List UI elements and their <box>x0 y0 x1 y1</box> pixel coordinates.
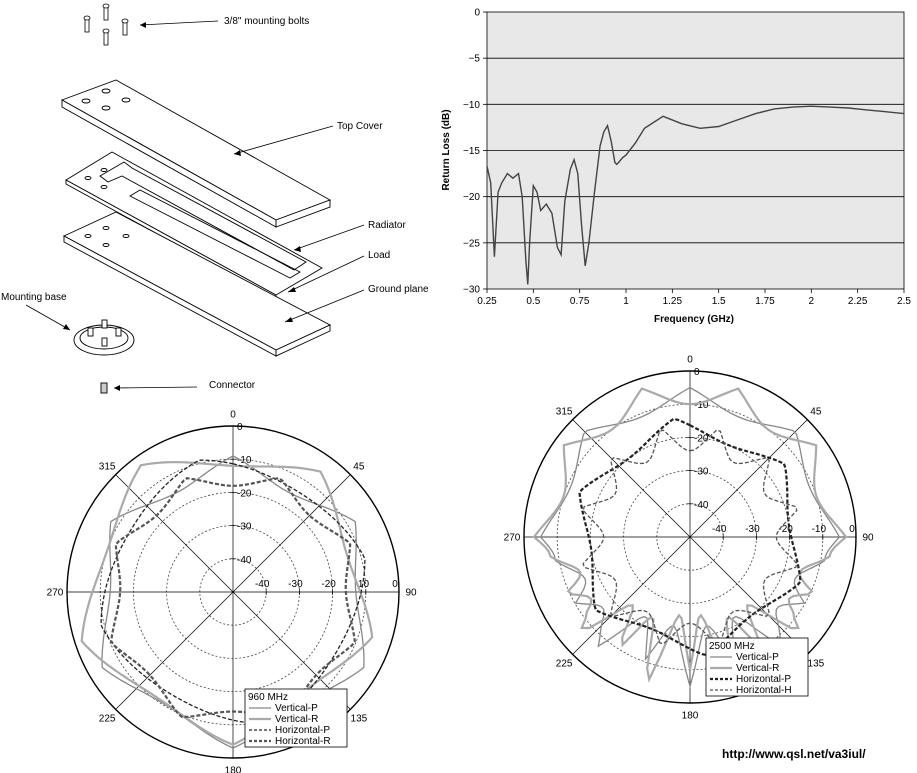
return-loss-chart: 0 −5 −10 −15 −20 −25 −30 0.25 0.5 0.75 1 1.25 1.5 1.… <box>441 8 911 326</box>
x-tick-label: 2.5 <box>897 296 911 307</box>
label-top-cover: Top Cover <box>337 121 383 132</box>
x-tick-labels: 0.25 0.5 0.75 1 1.25 1.5 1.75 2 2.25 2.5 <box>477 289 911 307</box>
legend-title: 2500 MHz <box>709 641 755 652</box>
ground-plane-plate <box>62 211 332 357</box>
x-tick-label: 2 <box>809 296 815 307</box>
angle-label: 315 <box>556 407 573 418</box>
y-tick-label: −30 <box>463 285 480 296</box>
x-axis-title: Frequency (GHz) <box>654 314 734 325</box>
label-load: Load <box>368 250 390 261</box>
return-loss-line <box>486 105 905 285</box>
callout-leaders <box>25 20 365 389</box>
radial-label: -40 <box>694 500 709 511</box>
y-tick-label: −20 <box>463 192 480 203</box>
label-radiator: Radiator <box>368 220 406 231</box>
legend-label: Horizontal-R <box>275 736 331 747</box>
pattern-trace <box>80 460 374 746</box>
legend-label: Vertical-P <box>736 652 779 663</box>
legend-label: Horizontal-P <box>275 725 330 736</box>
angle-label: 45 <box>353 462 365 473</box>
radial-label: -10 <box>237 455 252 466</box>
polar-legend: 960 MHzVertical-PVertical-RHorizontal-PH… <box>244 688 348 748</box>
angle-label: 0 <box>230 410 236 421</box>
radial-label: 0 <box>849 524 855 535</box>
legend-label: Vertical-R <box>275 714 318 725</box>
antenna-exploded-diagram: 3/8" mounting bolts Top Cover Radiator L… <box>1 3 429 394</box>
x-tick-label: 0.5 <box>526 296 540 307</box>
angle-label: 225 <box>99 713 116 724</box>
mounting-base <box>73 319 135 356</box>
y-tick-label: −25 <box>463 238 480 249</box>
label-mounting-bolts: 3/8" mounting bolts <box>224 16 309 27</box>
x-tick-label: 1 <box>623 296 629 307</box>
radial-label: -20 <box>778 524 793 535</box>
angle-label: 180 <box>225 766 242 773</box>
radial-label: 0 <box>392 579 398 590</box>
x-tick-label: 0.25 <box>477 296 497 307</box>
angle-label: 270 <box>47 588 64 599</box>
radial-label: -30 <box>237 522 252 533</box>
top-cover-plate <box>60 79 332 228</box>
pattern-trace <box>101 455 365 749</box>
radial-label: -30 <box>694 467 709 478</box>
legend-label: Vertical-P <box>275 703 318 714</box>
polar-legend: 2500 MHzVertical-PVertical-RHorizontal-P… <box>705 637 809 697</box>
y-tick-label: 0 <box>474 8 480 19</box>
x-tick-label: 1.25 <box>663 296 683 307</box>
legend-label: Horizontal-H <box>736 685 792 696</box>
angle-label: 315 <box>99 462 116 473</box>
angle-label: 90 <box>862 533 874 544</box>
radial-label: 0 <box>237 422 243 433</box>
polar-plot-960mhz: 0459013518022527031500-10-10-20-20-30-30… <box>47 410 417 773</box>
radial-label: -40 <box>712 524 727 535</box>
x-tick-label: 2.25 <box>848 296 868 307</box>
radial-label: -20 <box>694 433 709 444</box>
radial-label: -40 <box>237 555 252 566</box>
callout-arrowheads <box>63 22 301 391</box>
pattern-trace <box>532 387 848 683</box>
angle-spoke <box>115 474 351 710</box>
source-url: http://www.qsl.net/va3iul/ <box>722 747 866 761</box>
radial-label: -20 <box>237 488 252 499</box>
radial-label: -30 <box>288 579 303 590</box>
angle-label: 135 <box>351 713 368 724</box>
x-tick-label: 1.5 <box>712 296 726 307</box>
angle-label: 180 <box>682 711 699 722</box>
label-mounting-base: Mounting base <box>1 292 67 303</box>
mounting-bolts <box>83 3 129 46</box>
pattern-trace <box>539 387 841 689</box>
radial-label: -10 <box>694 400 709 411</box>
radial-label: -20 <box>321 579 336 590</box>
y-tick-labels: 0 −5 −10 −15 −20 −25 −30 <box>463 8 487 296</box>
angle-label: 135 <box>808 658 825 669</box>
radial-label: -30 <box>745 524 760 535</box>
pattern-trace <box>110 477 356 719</box>
x-tick-label: 1.75 <box>755 296 775 307</box>
radial-label: -10 <box>812 524 827 535</box>
connector-part <box>100 382 108 394</box>
legend-title: 960 MHz <box>248 692 288 703</box>
radial-label: 0 <box>694 367 700 378</box>
legend-label: Horizontal-P <box>736 674 791 685</box>
angle-label: 270 <box>504 533 521 544</box>
y-tick-label: −15 <box>463 146 480 157</box>
pattern-trace <box>582 429 798 645</box>
legend-label: Vertical-R <box>736 663 779 674</box>
angle-label: 225 <box>556 658 573 669</box>
label-connector: Connector <box>209 380 256 391</box>
angle-label: 90 <box>405 588 417 599</box>
radial-label: -40 <box>255 579 270 590</box>
y-tick-label: −5 <box>469 54 481 65</box>
polar-plot-2500mhz: 0459013518022527031500-10-10-20-20-30-30… <box>504 355 874 722</box>
x-tick-label: 0.75 <box>570 296 590 307</box>
angle-label: 45 <box>810 407 822 418</box>
pattern-trace <box>100 459 366 725</box>
angle-label: 0 <box>687 355 693 366</box>
label-ground-plane: Ground plane <box>368 284 429 295</box>
y-axis-title: Return Loss (dB) <box>441 109 452 190</box>
y-tick-label: −10 <box>463 100 480 111</box>
